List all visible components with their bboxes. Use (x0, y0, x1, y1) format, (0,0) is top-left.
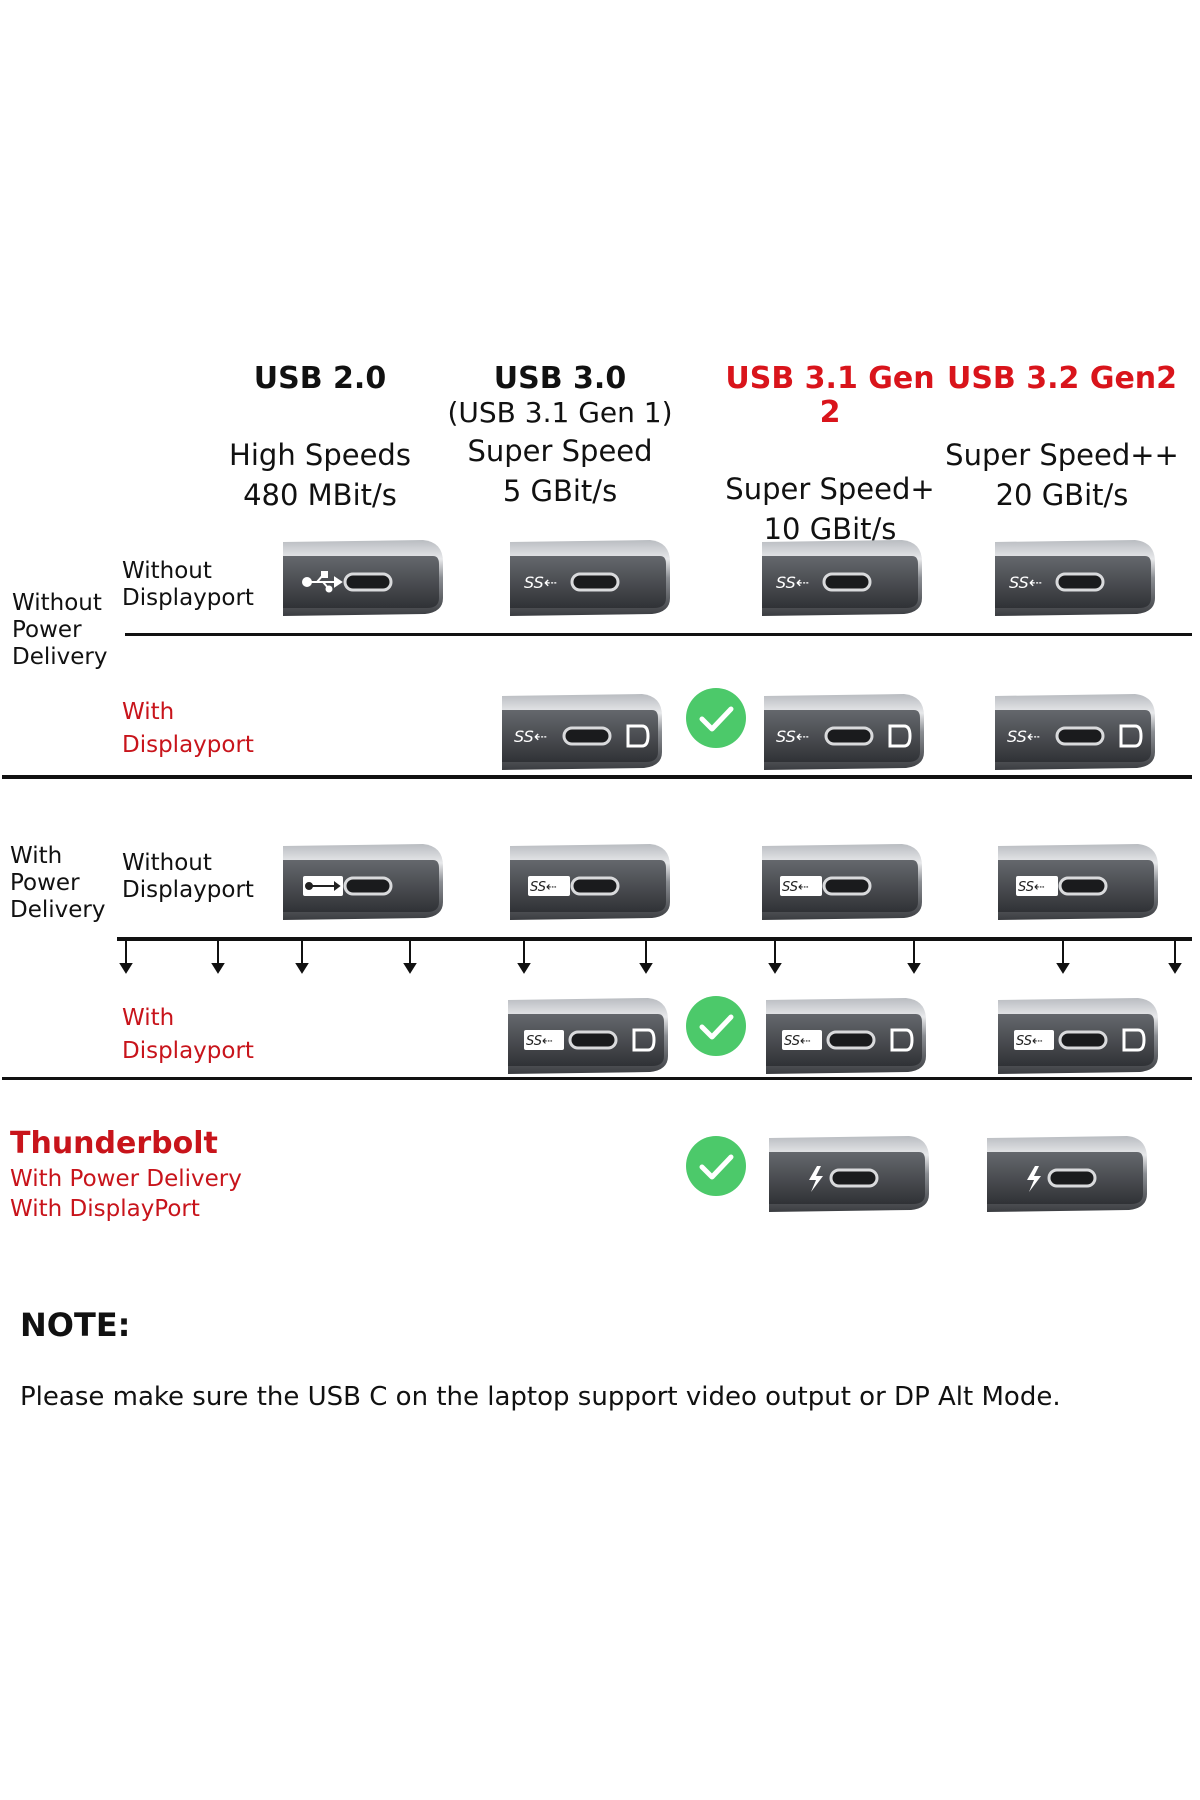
port-usb32gen2-pd-nodp: SS⇠ (998, 836, 1160, 922)
column-speed-name: High Speeds (229, 438, 411, 472)
down-arrow-icon (768, 938, 782, 974)
column-speed-name: Super Speed+ (725, 472, 935, 506)
column-header-usb31gen2: USB 3.1 Gen 2 Super Speed+ 10 GBit/s (710, 362, 950, 548)
row-label-line: Power (12, 617, 82, 643)
port-usb31gen2-nopd-nodp: SS⇠ (762, 532, 924, 618)
column-header-usb20: USB 2.0 High Speeds 480 MBit/s (200, 362, 440, 514)
superspeed-20-icon: SS⇠ (1018, 880, 1045, 895)
superspeed-20-icon: SS⇠ (1007, 727, 1040, 746)
superspeed-icon: SS⇠ (530, 880, 557, 895)
port-usb31gen2-pd-nodp: SS⇠ (762, 836, 924, 922)
superspeed-icon: SS⇠ (526, 1034, 553, 1049)
down-arrow-icon (1168, 938, 1182, 974)
port-usb31gen2-nopd-dp: SS⇠ (764, 686, 926, 772)
row-label-without-power-delivery: Without Power Delivery (12, 590, 107, 671)
divider-rule (117, 937, 1192, 941)
divider-rule (2, 775, 1192, 779)
port-usb30-pd-dp: SS⇠ (508, 990, 670, 1076)
superspeed-icon: SS⇠ (514, 727, 547, 746)
superspeed-20-icon: SS⇠ (1016, 1034, 1043, 1049)
checkmark-icon (686, 1136, 746, 1196)
usb-trident-icon (302, 571, 343, 593)
port-usb32gen2-nopd-nodp: SS⇠ (995, 532, 1157, 618)
port-usb31gen2-pd-dp: SS⇠ (766, 990, 928, 1076)
column-title: USB 3.0 (493, 361, 627, 396)
port-usb20-pd-nodp (283, 836, 445, 922)
row-label-line: Delivery (12, 644, 108, 670)
column-header-usb30: USB 3.0 (USB 3.1 Gen 1) Super Speed 5 GB… (440, 362, 680, 510)
down-arrow-icon (211, 938, 225, 974)
row-label-line: With (122, 699, 175, 725)
divider-rule (125, 633, 1192, 636)
note-text: Please make sure the USB C on the laptop… (20, 1382, 1061, 1412)
port-usb20-nopd-nodp (283, 532, 445, 618)
row-label-line: Delivery (10, 897, 106, 923)
power-arrows (119, 938, 1182, 974)
column-speed-name: Super Speed (467, 434, 653, 468)
down-arrow-icon (517, 938, 531, 974)
row-label-line: Displayport (122, 877, 254, 903)
displayport-icon (888, 724, 912, 748)
column-title: USB 3.2 Gen2 (946, 361, 1178, 396)
down-arrow-icon (295, 938, 309, 974)
column-speed: 10 GBit/s (763, 512, 897, 546)
displayport-icon (626, 724, 650, 748)
port-usb30-pd-nodp: SS⇠ (510, 836, 672, 922)
down-arrow-icon (639, 938, 653, 974)
superspeed-10-icon: SS⇠ (776, 727, 809, 746)
row-label-without-displayport-1: Without Displayport (122, 558, 254, 612)
divider-rule (2, 1077, 1192, 1080)
port-usb32gen2-nopd-dp: SS⇠ (995, 686, 1157, 772)
column-speed: 480 MBit/s (243, 478, 397, 512)
port-thunderbolt-2 (984, 1128, 1152, 1214)
row-label-line: With (10, 843, 63, 869)
checkmark-icon (686, 996, 746, 1056)
usb-trident-icon (305, 881, 341, 891)
superspeed-10-icon: SS⇠ (782, 880, 809, 895)
column-title: USB 2.0 (253, 361, 387, 396)
displayport-icon (632, 1028, 656, 1052)
row-label-line: Without (12, 590, 102, 616)
down-arrow-icon (119, 938, 133, 974)
row-label-line: With (122, 1005, 175, 1031)
thunderbolt-title: Thunderbolt (10, 1126, 218, 1161)
column-speed: 20 GBit/s (995, 478, 1129, 512)
row-label-with-power-delivery: With Power Delivery (10, 843, 105, 924)
column-speed-name: Super Speed++ (945, 438, 1179, 472)
row-label-without-displayport-2: Without Displayport (122, 850, 254, 904)
row-label-with-displayport-2: With Displayport (122, 1002, 254, 1068)
displayport-icon (1122, 1028, 1146, 1052)
thunderbolt-displayport: With DisplayPort (10, 1196, 200, 1222)
column-speed: 5 GBit/s (502, 474, 618, 508)
port-usb32gen2-pd-dp: SS⇠ (998, 990, 1160, 1076)
port-usb30-nopd-dp: SS⇠ (502, 686, 664, 772)
displayport-icon (1119, 724, 1143, 748)
column-header-usb32gen2: USB 3.2 Gen2 Super Speed++ 20 GBit/s (942, 362, 1182, 514)
superspeed-10-icon: SS⇠ (784, 1034, 811, 1049)
thunderbolt-icon (1027, 1166, 1041, 1192)
down-arrow-icon (1056, 938, 1070, 974)
down-arrow-icon (403, 938, 417, 974)
column-subtitle: (USB 3.1 Gen 1) (447, 396, 673, 429)
row-label-line: Displayport (122, 732, 254, 758)
row-label-line: Without (122, 558, 212, 584)
superspeed-10-icon: SS⇠ (776, 573, 809, 592)
port-thunderbolt-1 (766, 1128, 934, 1214)
row-label-line: Displayport (122, 585, 254, 611)
checkmark-icon (686, 688, 746, 748)
superspeed-20-icon: SS⇠ (1009, 573, 1042, 592)
note-title: NOTE: (20, 1306, 131, 1344)
row-label-line: Displayport (122, 1038, 254, 1064)
displayport-icon (890, 1028, 914, 1052)
thunderbolt-icon (809, 1166, 823, 1192)
row-label-line: Power (10, 870, 80, 896)
down-arrow-icon (907, 938, 921, 974)
port-usb30-nopd-nodp: SS⇠ (510, 532, 672, 618)
row-label-line: Without (122, 850, 212, 876)
column-title: USB 3.1 Gen 2 (725, 361, 935, 430)
superspeed-icon: SS⇠ (524, 573, 557, 592)
row-label-with-displayport-1: With Displayport (122, 696, 254, 762)
thunderbolt-power-delivery: With Power Delivery (10, 1166, 242, 1192)
